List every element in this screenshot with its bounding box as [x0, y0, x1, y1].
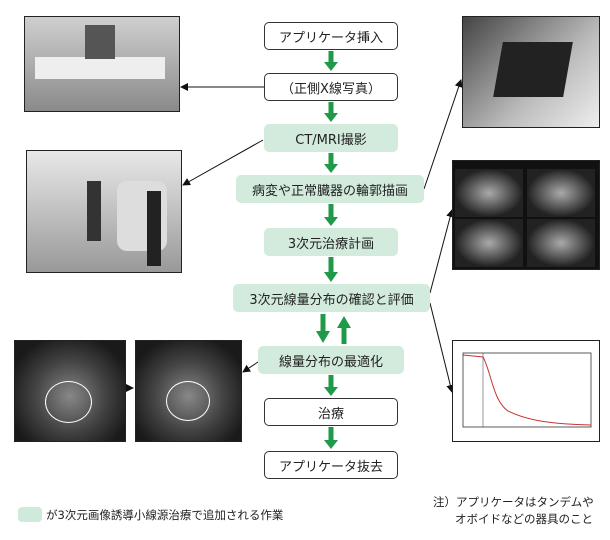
down-arrow: [324, 153, 338, 173]
step-xray: （正側X線写真）: [264, 73, 398, 101]
step-optimization: 線量分布の最適化: [258, 346, 404, 374]
connector-optimize: [242, 361, 259, 373]
step-treatment: 治療: [264, 398, 398, 426]
down-arrow: [324, 257, 338, 282]
down-arrow: [324, 102, 338, 122]
connector-ct: [182, 139, 264, 186]
ct-scanner-photo: [26, 150, 182, 273]
step-applicator-removal: アプリケータ抜去: [264, 451, 398, 479]
dose-distribution-scan-after: [135, 340, 242, 442]
flow-arrows: [316, 51, 351, 449]
note-line-2: オボイドなどの器具のこと: [455, 512, 593, 526]
legend-swatch: [18, 507, 42, 522]
connector-contour: [423, 79, 463, 190]
legend-text: が3次元画像誘導小線源治療で追加される作業: [46, 508, 284, 522]
dvh-curve: [462, 352, 592, 428]
connector-dvh: [429, 302, 455, 393]
down-arrow: [324, 375, 338, 396]
dose-distribution-scan-before: [14, 340, 126, 442]
treatment-planning-screen: [452, 160, 600, 270]
connector-evaluate: [429, 209, 455, 294]
down-arrow: [324, 204, 338, 226]
xray-room-photo: [24, 16, 180, 112]
up-arrow: [337, 316, 351, 344]
step-3d-planning: 3次元治療計画: [264, 228, 398, 256]
step-contouring: 病変や正常臓器の輪郭描画: [236, 175, 424, 203]
contouring-workstation-photo: [462, 16, 600, 128]
down-arrow: [324, 427, 338, 449]
note-line-1: 注）アプリケータはタンデムや: [433, 495, 594, 509]
step-ct-mri: CT/MRI撮影: [264, 124, 398, 152]
dose-volume-histogram: [452, 340, 600, 442]
step-dose-evaluation: 3次元線量分布の確認と評価: [233, 284, 430, 312]
down-arrow: [324, 51, 338, 71]
down-arrow: [316, 314, 330, 343]
step-applicator-insertion: アプリケータ挿入: [264, 22, 398, 50]
